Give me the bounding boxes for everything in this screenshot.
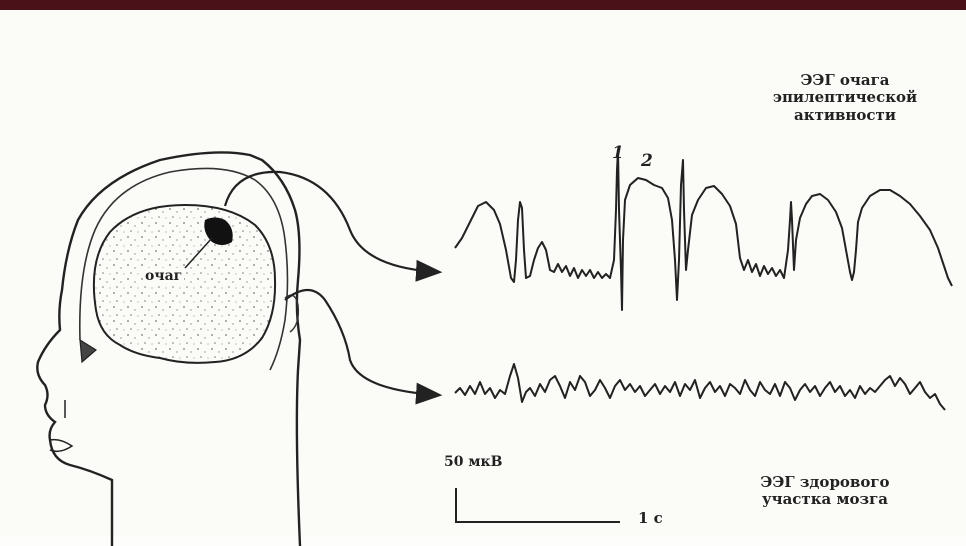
brain [94,205,275,363]
eye [80,340,96,362]
eeg-trace-focus [455,150,952,310]
focus-eeg-line1: ЭЭГ очага [745,72,945,89]
arrow-healthy [285,290,438,395]
spike-label-2: 2 [641,152,653,172]
spike-label-1: 1 [612,144,624,164]
amplitude-scale-label: 50 мкВ [444,454,502,470]
focus-eeg-line3: активности [745,107,945,124]
focus-eeg-title: ЭЭГ очага эпилептической активности [745,72,945,124]
healthy-eeg-line1: ЭЭГ здорового [725,474,925,491]
eeg-trace-healthy [455,364,945,410]
scale-bar [456,488,620,522]
focus-label: очаг [143,268,184,284]
healthy-eeg-line2: участка мозга [725,491,925,508]
time-scale-label: 1 с [638,510,663,527]
focus-eeg-line2: эпилептической [745,89,945,106]
healthy-eeg-title: ЭЭГ здорового участка мозга [725,474,925,509]
